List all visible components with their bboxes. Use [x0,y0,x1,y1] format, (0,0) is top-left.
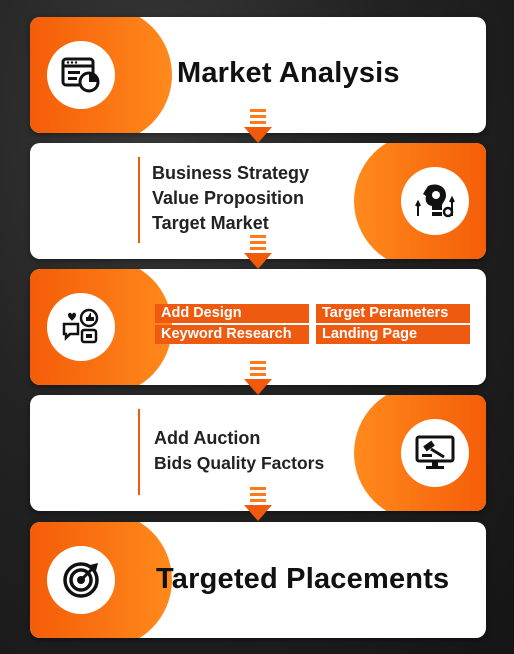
auction-list: Add Auction Bids Quality Factors [154,426,324,476]
tag-target-parameters: Target Perameters [316,304,470,323]
strategy-list: Business Strategy Value Proposition Targ… [152,161,309,236]
social-media-icon [47,293,115,361]
step-add-auction: Add Auction Bids Quality Factors [30,395,486,511]
tag-landing-page: Landing Page [316,325,470,344]
step-title: Market Analysis [177,57,400,89]
list-item: Value Proposition [152,188,305,208]
auction-monitor-icon [401,419,469,487]
strategy-head-icon [401,167,469,235]
step-market-analysis: Market Analysis [30,17,486,133]
analytics-window-icon [47,41,115,109]
target-icon [47,546,115,614]
step-ad-setup: Add Design Target Perameters Keyword Res… [30,269,486,385]
divider [138,409,140,495]
down-arrow-icon [244,361,272,395]
list-item: Business Strategy [152,163,310,183]
down-arrow-icon [244,487,272,521]
step-title: Targeted Placements [156,563,450,595]
list-item: Add Auction [154,428,261,448]
tag-keyword-research: Keyword Research [155,325,309,344]
step-targeted-placements: Targeted Placements [30,522,486,638]
step-business-strategy: Business Strategy Value Proposition Targ… [30,143,486,259]
tag-add-design: Add Design [155,304,309,323]
divider [138,157,140,243]
down-arrow-icon [244,109,272,143]
down-arrow-icon [244,235,272,269]
list-item: Target Market [152,213,269,233]
list-item: Bids Quality Factors [154,453,325,473]
